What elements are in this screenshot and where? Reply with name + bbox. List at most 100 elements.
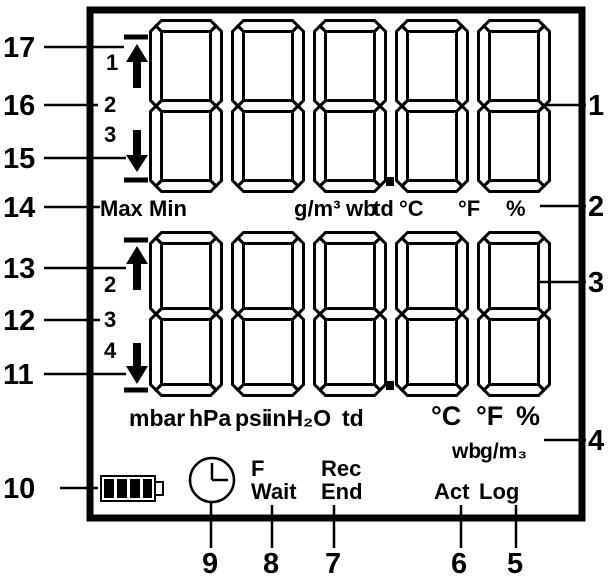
segment-b [373, 235, 387, 317]
wait-label: Wait [251, 479, 297, 504]
segment-f [477, 235, 491, 317]
segment-c [537, 103, 551, 189]
unit-g-per-m3: g/m³ [294, 196, 341, 221]
decimal-point [386, 381, 394, 390]
segment-b [291, 235, 305, 317]
segment-c [291, 103, 305, 189]
segment-f [313, 23, 327, 109]
upper-digit [395, 19, 469, 193]
lower-row-digit-3: 3 [104, 307, 117, 332]
unit-hpa: hPa [189, 405, 232, 431]
segment-f [395, 23, 409, 109]
segment-e [231, 103, 245, 189]
segment-b [455, 235, 469, 317]
segment-g [317, 307, 383, 321]
unit-percent: % [516, 401, 541, 431]
segment-a [399, 231, 465, 245]
segment-f [231, 235, 245, 317]
lower-row-digit-4: 4 [104, 338, 117, 363]
segment-b [209, 23, 223, 109]
segment-c [455, 103, 469, 189]
upper-row-digit-1: 1 [106, 50, 119, 75]
max-label: Max [100, 196, 143, 221]
callout-6: 6 [451, 548, 468, 580]
segment-f [313, 235, 327, 317]
segment-g [235, 99, 301, 113]
unit-wb: wb [346, 196, 377, 221]
callout-9: 9 [202, 548, 219, 580]
segment-g [399, 307, 465, 321]
callout-2: 2 [588, 191, 605, 223]
segment-g [481, 307, 547, 321]
callout-15: 15 [3, 143, 36, 175]
unit-mbar: mbar [129, 405, 186, 431]
lower-digit-group [149, 231, 551, 397]
act-label: Act [434, 479, 470, 504]
log-label: Log [479, 479, 520, 504]
segment-g [317, 99, 383, 113]
segment-a [235, 19, 301, 33]
segment-a [317, 231, 383, 245]
segment-f [395, 235, 409, 317]
callout-8: 8 [263, 548, 280, 580]
segment-d [235, 179, 301, 193]
unit-wb: wb [452, 440, 482, 463]
segment-e [231, 311, 245, 393]
unit-psi: psi [235, 405, 269, 431]
unit-percent: % [506, 196, 526, 221]
upper-digit [313, 19, 387, 193]
segment-f [149, 235, 163, 317]
callout-1: 1 [588, 90, 605, 122]
upper-digit-group [149, 19, 551, 193]
unit-td: td [342, 405, 364, 431]
callout-16: 16 [3, 90, 36, 122]
upper-row-digit-3: 3 [104, 122, 117, 147]
callout-17: 17 [3, 32, 36, 64]
segment-e [477, 311, 491, 393]
segment-b [209, 235, 223, 317]
segment-d [399, 383, 465, 397]
segment-g [235, 307, 301, 321]
callout-14: 14 [3, 192, 36, 224]
callout-12: 12 [3, 305, 36, 337]
callout-10: 10 [3, 473, 36, 505]
segment-g [399, 99, 465, 113]
segment-b [291, 23, 305, 109]
segment-g [153, 307, 219, 321]
segment-e [313, 103, 327, 189]
segment-a [235, 231, 301, 245]
decimal-point [386, 177, 394, 186]
segment-d [153, 179, 219, 193]
segment-a [481, 19, 547, 33]
up-arrow-icon [124, 34, 148, 88]
segment-d [481, 179, 547, 193]
upper-digit [231, 19, 305, 193]
segment-c [291, 311, 305, 393]
lower-row-digit-2: 2 [104, 272, 117, 297]
clock-icon [188, 456, 236, 504]
segment-e [149, 103, 163, 189]
upper-row-digit-2: 2 [104, 92, 117, 117]
up-arrow-icon [124, 237, 148, 290]
segment-c [455, 311, 469, 393]
segment-f [477, 23, 491, 109]
lower-digit [313, 231, 387, 397]
min-label: Min [149, 196, 187, 221]
segment-f [149, 23, 163, 109]
segment-a [153, 19, 219, 33]
segment-e [313, 311, 327, 393]
segment-b [537, 23, 551, 109]
segment-c [209, 103, 223, 189]
unit-celsius: °C [399, 196, 424, 221]
segment-e [395, 311, 409, 393]
segment-d [153, 383, 219, 397]
segment-b [373, 23, 387, 109]
unit-inh2o: inH₂O [266, 405, 332, 431]
segment-c [373, 311, 387, 393]
down-arrow-icon [124, 343, 148, 393]
upper-digit [477, 19, 551, 193]
callout-5: 5 [507, 548, 524, 580]
segment-d [317, 383, 383, 397]
